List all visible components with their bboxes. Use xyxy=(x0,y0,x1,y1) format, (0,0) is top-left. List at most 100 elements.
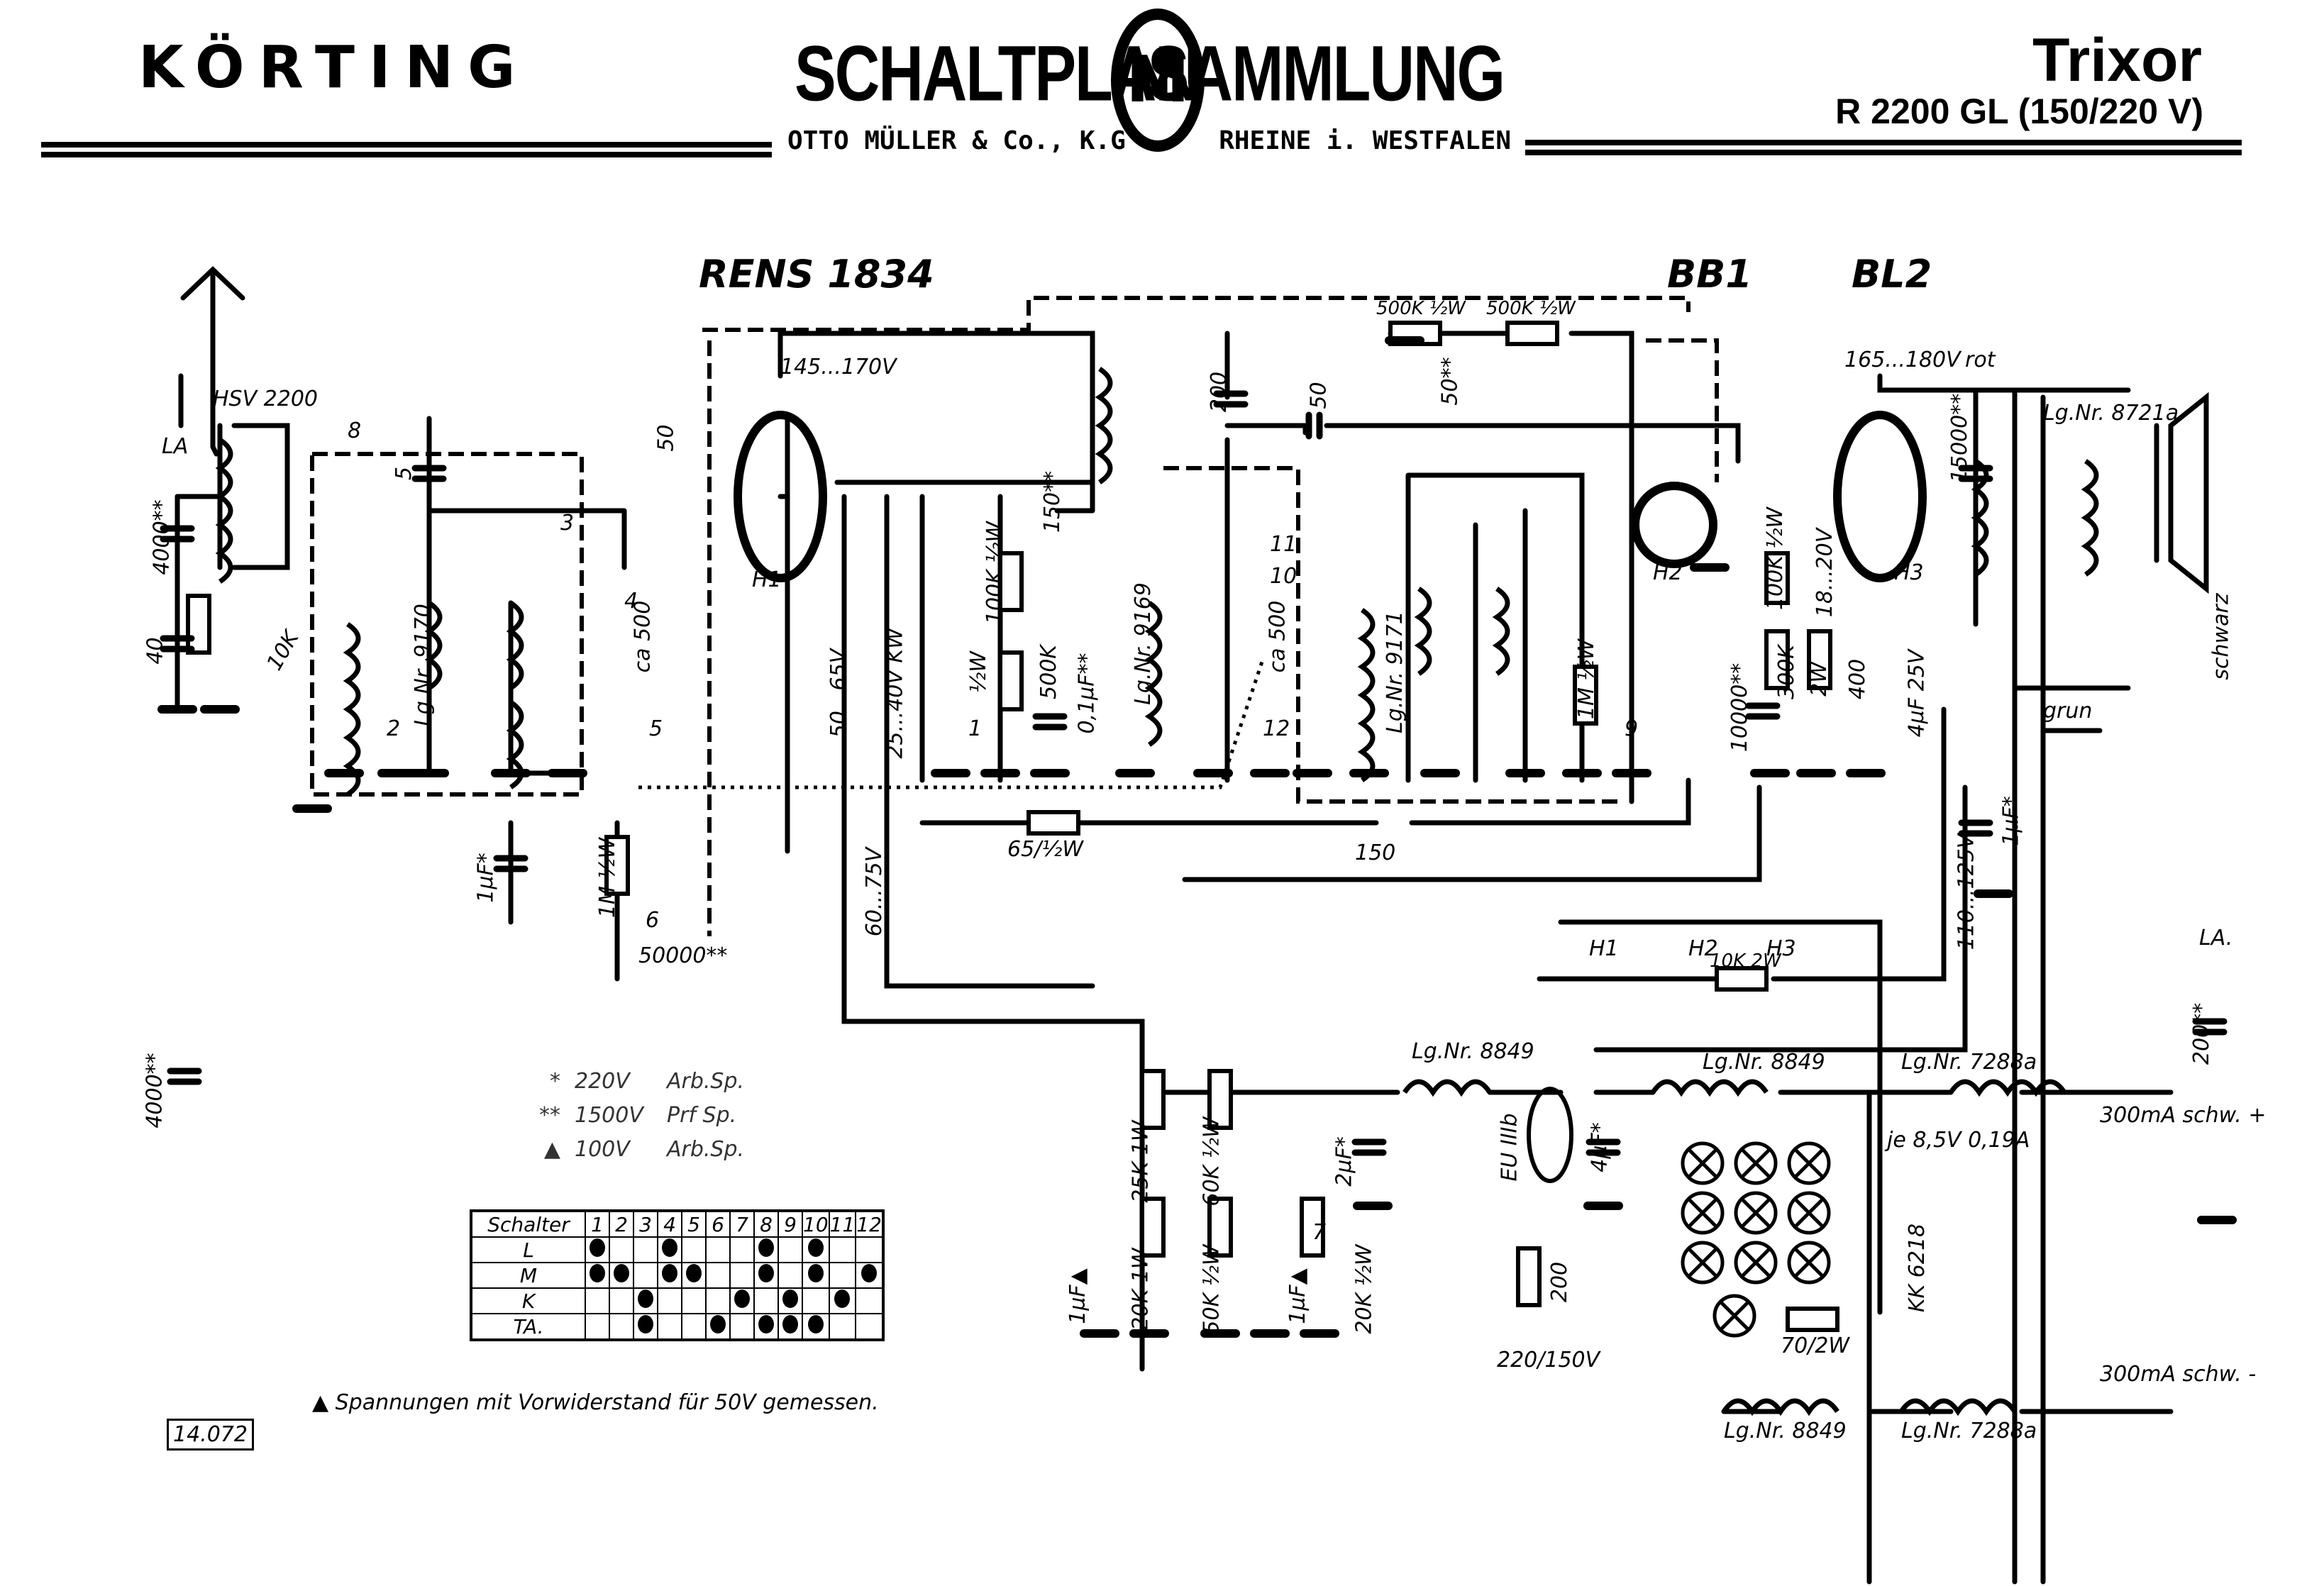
switch-closed-dot xyxy=(807,1314,824,1333)
label-c-trim-150: 150 xyxy=(1355,841,1396,865)
table-cell xyxy=(657,1236,682,1263)
label-antenna: LA xyxy=(162,434,189,459)
label-choke-8849-b: Lg.Nr. 8849 xyxy=(1703,1050,1825,1075)
label-r-500k-c: 500K xyxy=(1036,645,1061,699)
pilot-lamp-cross xyxy=(1740,1197,1771,1229)
table-header-cell: 7 xyxy=(729,1210,755,1238)
footnote: ▲ Spannungen mit Vorwiderstand für 50V g… xyxy=(312,1390,879,1415)
resistor-10k2w xyxy=(1715,966,1769,992)
table-cell xyxy=(855,1262,884,1289)
label-r-half-w: ½W xyxy=(965,651,991,693)
table-cell xyxy=(778,1262,803,1289)
switch-contact-number: 10 xyxy=(1270,564,1297,589)
switch-closed-dot xyxy=(807,1263,824,1282)
label-r-1m-b: 1M ½W xyxy=(595,837,621,919)
label-c-150: 150** xyxy=(1040,470,1066,533)
label-coil-9171: Lg.Nr. 9171 xyxy=(1382,611,1407,733)
label-c-50-c: 50** xyxy=(1437,357,1463,406)
label-r-500k-b: 500K ½W xyxy=(1486,298,1576,319)
label-choke-7288a-b: Lg.Nr. 7288a xyxy=(1901,1419,2037,1443)
switch-contact-number: 8 xyxy=(348,418,362,443)
label-v-bias: 60...75V xyxy=(862,847,887,937)
table-cell xyxy=(802,1236,830,1263)
legend-row: ▲ 100V Arb.Sp. xyxy=(543,1136,745,1162)
pilot-lamp-cross xyxy=(1719,1300,1750,1331)
pilot-lamp xyxy=(1734,1241,1778,1285)
label-h1: H1 xyxy=(752,567,782,592)
table-row-label: K xyxy=(470,1287,586,1314)
reference-number: 14.072 xyxy=(167,1419,254,1451)
label-c-1uf-d: 1µF▲ xyxy=(1285,1268,1310,1324)
label-c-01uf: 0,1µF** xyxy=(1074,653,1100,734)
table-row-label: M xyxy=(470,1262,586,1289)
capacitor-10000 xyxy=(1745,702,1781,720)
publisher-name: OTTO MÜLLER & Co., K.G xyxy=(787,126,1126,155)
tube-label-bb1: BB1 xyxy=(1667,252,1752,296)
pilot-lamp xyxy=(1681,1241,1725,1285)
table-header-cell: 8 xyxy=(753,1210,779,1238)
capacitor-01uf xyxy=(1032,713,1068,731)
label-antenna-coupler: HSV 2200 xyxy=(213,387,319,411)
speaker-symbol xyxy=(2168,392,2209,594)
label-h1-anode-voltage: 145...170V xyxy=(780,355,897,379)
table-cell xyxy=(585,1287,610,1314)
resistor-100k-b xyxy=(1764,551,1790,605)
label-r-20k-b: 20K ½W xyxy=(1351,1244,1377,1334)
capacitor-1uf xyxy=(1958,819,1993,837)
table-cell xyxy=(657,1287,682,1314)
label-r-50k: 50K ½W xyxy=(1199,1244,1224,1334)
table-cell xyxy=(585,1262,610,1289)
table-cell xyxy=(729,1236,755,1263)
label-fuse-plus: 300mA schw. + xyxy=(2100,1103,2267,1128)
label-output-transformer: Lg.Nr. 8721a xyxy=(2043,401,2179,426)
label-c-4000: 4000** xyxy=(149,499,175,575)
table-row-label: L xyxy=(470,1236,586,1263)
switch-closed-dot xyxy=(807,1238,824,1257)
pilot-lamp-cross xyxy=(1740,1247,1771,1278)
publisher-banner: SCHALTPLAN SAMMLUNG M OTTO MÜLLER & Co.,… xyxy=(773,0,1525,156)
capacitor-4000-b xyxy=(167,1068,202,1085)
label-wire-black: schwarz xyxy=(2208,593,2234,680)
table-cell xyxy=(828,1313,857,1341)
switch-closed-dot xyxy=(758,1263,774,1282)
label-r-2w: 2W xyxy=(1806,662,1832,697)
switch-closed-dot xyxy=(782,1314,798,1333)
table-cell xyxy=(802,1287,830,1314)
table-cell xyxy=(855,1313,884,1341)
label-r-1m: 1M ½W xyxy=(1574,638,1600,720)
table-cell xyxy=(633,1236,658,1263)
capacitor-40 xyxy=(160,635,195,653)
capacitor-15000 xyxy=(1958,465,1993,482)
pilot-lamp xyxy=(1787,1141,1831,1185)
switch-closed-dot xyxy=(638,1289,653,1308)
table-header-cell: 10 xyxy=(802,1210,830,1238)
table-cell xyxy=(855,1236,884,1263)
pilot-lamp-cross xyxy=(1793,1247,1825,1278)
pilot-lamp xyxy=(1681,1191,1725,1235)
publisher-location: RHEINE i. WESTFALEN xyxy=(1219,126,1511,155)
table-cell xyxy=(585,1236,610,1263)
tube-h2-envelope xyxy=(1631,482,1717,568)
pilot-lamp xyxy=(1681,1141,1725,1185)
pilot-lamps xyxy=(1681,1141,1831,1338)
pilot-lamp-cross xyxy=(1793,1148,1825,1179)
publisher-title-right: SAMMLUNG xyxy=(1147,29,1505,117)
capacitor-200-out xyxy=(2192,1018,2228,1036)
legend: * 220V Arb.Sp. ** 1500V Prf Sp. ▲ 100V A… xyxy=(518,1064,744,1166)
resistor-70 xyxy=(1786,1307,1839,1332)
switch-closed-dot xyxy=(861,1263,878,1282)
label-r-100k: 100K ½W xyxy=(983,521,1008,625)
label-wire-red: rot xyxy=(1965,348,1996,372)
table-cell xyxy=(633,1287,658,1314)
label-v-cathode: 18...20V xyxy=(1813,528,1838,618)
label-r-20k-a: 20K 1W xyxy=(1128,1248,1153,1331)
header-rule xyxy=(1525,140,2242,145)
switch-contact-number: 3 xyxy=(560,511,575,536)
tube-h3-envelope xyxy=(1833,411,1927,582)
label-lamps: je 8,5V 0,19A xyxy=(1887,1128,2030,1153)
resistor-20k-a xyxy=(1140,1197,1166,1258)
label-r-70: 70/2W xyxy=(1781,1333,1850,1358)
label-h3: H3 xyxy=(1894,560,1924,585)
